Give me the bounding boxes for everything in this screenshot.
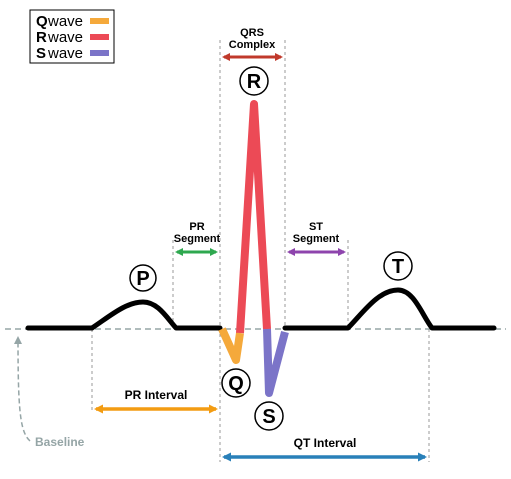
p-wave-trace [25, 299, 223, 331]
wave-p-marker: P [129, 264, 157, 292]
legend-s-letter: S [36, 45, 46, 62]
guide-lines [91, 40, 430, 462]
wave-p-circle [129, 264, 157, 292]
wave-s-letter: S [262, 406, 275, 428]
st-segment-label-line1: ST [309, 221, 323, 233]
legend-q-text: wave [47, 13, 83, 30]
st-segment-label-line2: Segment [293, 233, 340, 245]
q-wave-trace [218, 327, 244, 364]
legend-r-letter: R [36, 29, 47, 46]
wave-q-letter: Q [228, 373, 244, 395]
pr-segment-label-line1: PR [189, 221, 204, 233]
qrs-trace [218, 100, 289, 397]
wave-p-letter: P [136, 268, 149, 290]
legend-r-swatch [90, 34, 109, 40]
wave-r-letter: R [247, 71, 262, 93]
ecg-trace [25, 287, 497, 331]
qrs-complex-label-line2: Complex [229, 39, 276, 51]
baseline-arrow [14, 336, 31, 442]
t-wave-trace [282, 287, 497, 331]
legend-r-text: wave [47, 29, 83, 46]
legend-s-swatch [90, 50, 109, 56]
wave-r-marker: R [239, 66, 269, 96]
legend: Q wave R wave S wave [29, 9, 115, 64]
legend-q-swatch [90, 18, 109, 24]
wave-t-circle [383, 251, 413, 281]
wave-q-marker: Q [221, 368, 251, 398]
wave-s-marker: S [254, 401, 284, 431]
wave-r-circle [239, 66, 269, 96]
qrs-complex-label-line1: QRS [240, 27, 264, 39]
pr-segment-label-line2: Segment [174, 233, 221, 245]
s-wave-trace [263, 328, 289, 397]
r-wave-trace [236, 100, 271, 334]
baseline-label: Baseline [35, 435, 85, 449]
wave-s-circle [254, 401, 284, 431]
legend-q-letter: Q [36, 13, 48, 30]
wave-t-letter: T [392, 256, 404, 278]
wave-t-marker: T [383, 251, 413, 281]
pr-interval-label: PR Interval [125, 388, 188, 402]
legend-s-text: wave [47, 45, 83, 62]
qt-interval-label: QT Interval [294, 436, 357, 450]
wave-q-circle [221, 368, 251, 398]
